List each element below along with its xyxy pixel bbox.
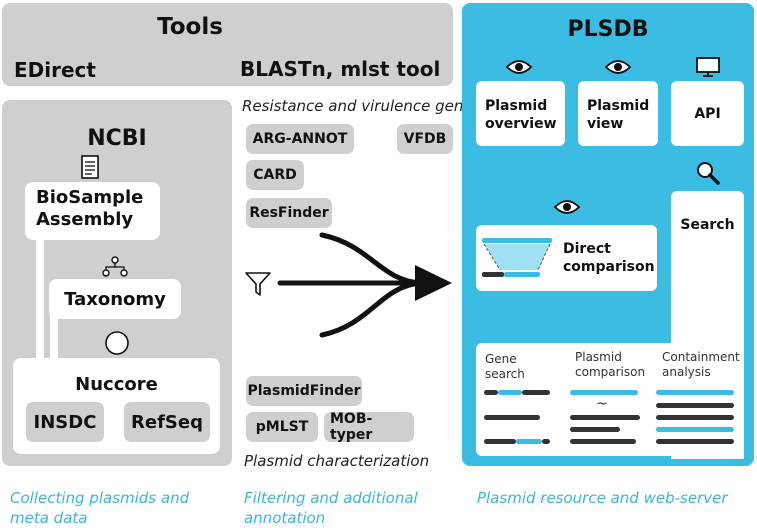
- resistance-virulence-label: Resistance and virulence genes: [242, 97, 481, 115]
- caption-middle-line2: annotation: [244, 509, 326, 527]
- tools-blastn-label: BLASTn, mlst tool: [240, 57, 441, 81]
- arg-annot-chip: ARG-ANNOT: [246, 124, 354, 154]
- pmlst-chip: pMLST: [246, 412, 318, 442]
- assembly-label: Assembly: [36, 209, 134, 230]
- tools-edirect-label: EDirect: [14, 58, 96, 82]
- gene-search-label: Gene search: [485, 352, 525, 382]
- plasmid-comparison-line2: comparison: [575, 365, 646, 379]
- taxonomy-box: Taxonomy: [49, 279, 181, 319]
- containment-line1: Containment: [662, 350, 740, 364]
- merge-arrow: [277, 232, 452, 338]
- ncbi-title: NCBI: [87, 126, 147, 151]
- taxonomy-label: Taxonomy: [64, 288, 166, 310]
- gene-search-line2: search: [485, 367, 525, 381]
- refseq-chip: RefSeq: [124, 402, 210, 442]
- biosample-label: BioSample: [36, 187, 144, 208]
- gene-bar-dark: [542, 439, 550, 444]
- direct-line1: Direct: [563, 241, 611, 257]
- gene-search-line1: Gene: [485, 352, 517, 366]
- comparison-bar-dark: [570, 439, 636, 444]
- containment-bar-dark: [656, 403, 734, 408]
- api-label: API: [694, 105, 721, 122]
- containment-line2: analysis: [662, 365, 711, 379]
- card-chip: CARD: [246, 160, 304, 190]
- funnel-icon: [245, 272, 271, 296]
- gene-bar-dark: [484, 439, 516, 444]
- caption-resource: Plasmid resource and web-server: [477, 489, 728, 507]
- plsdb-title: PLSDB: [567, 17, 649, 42]
- caption-left-line2: meta data: [10, 509, 88, 527]
- caption-filtering: Filtering and additional annotation: [244, 488, 418, 528]
- resfinder-chip: ResFinder: [246, 198, 332, 228]
- plasmid-comparison-line1: Plasmid: [575, 350, 622, 364]
- tree-icon: [102, 256, 128, 277]
- plasmid-comparison-label: Plasmid comparison: [575, 350, 645, 380]
- circle-icon: [105, 331, 129, 355]
- direct-line2: comparison: [563, 259, 655, 275]
- comparison-bar-blue: [570, 390, 638, 395]
- gene-bar-dark: [484, 390, 498, 395]
- ncbi-connectors: [36, 230, 58, 362]
- plasmid-characterization-label: Plasmid characterization: [244, 452, 430, 470]
- vfdb-chip: VFDB: [397, 124, 453, 154]
- plasmidfinder-chip: PlasmidFinder: [246, 376, 362, 406]
- eye-icon: [553, 200, 581, 214]
- nuccore-label: Nuccore: [75, 374, 158, 395]
- search-icon: [697, 162, 720, 185]
- plasmid-view-box[interactable]: Plasmid view: [578, 81, 658, 146]
- gene-bar-blue: [516, 439, 542, 444]
- caption-left-line1: Collecting plasmids and: [10, 489, 190, 507]
- tilde-symbol: ~: [596, 396, 608, 412]
- analysis-area: [476, 343, 744, 456]
- tools-panel: [2, 3, 453, 86]
- plasmid-overview-line1: Plasmid: [485, 98, 548, 114]
- gene-bar-blue: [498, 390, 522, 395]
- gene-bar-dark: [522, 390, 550, 395]
- api-box[interactable]: API: [671, 81, 744, 146]
- gene-bar-dark: [484, 415, 540, 420]
- tools-title: Tools: [157, 14, 223, 40]
- containment-bar-dark: [656, 415, 734, 420]
- containment-bar-dark: [656, 439, 734, 444]
- eye-icon: [604, 60, 632, 74]
- plasmid-overview-line2: overview: [485, 116, 557, 132]
- document-icon: [81, 155, 99, 179]
- search-label: Search: [680, 217, 735, 233]
- biosample-assembly-box: BioSample Assembly: [25, 182, 160, 240]
- containment-bar-blue: [656, 427, 734, 432]
- mob-typer-chip: MOB-typer: [324, 411, 414, 443]
- containment-analysis-label: Containment analysis: [662, 350, 740, 380]
- plasmid-view-line1: Plasmid: [587, 98, 650, 114]
- containment-bar-blue: [656, 390, 734, 395]
- direct-comparison-label: Direct comparison: [563, 240, 655, 276]
- monitor-icon: [696, 57, 720, 77]
- plasmid-view-line2: view: [587, 116, 624, 132]
- eye-icon: [505, 60, 533, 74]
- comparison-graphic: [482, 238, 552, 277]
- comparison-bar-dark: [570, 427, 620, 432]
- plasmid-overview-box[interactable]: Plasmid overview: [476, 81, 565, 146]
- comparison-bar-dark: [570, 415, 640, 420]
- caption-middle-line1: Filtering and additional: [244, 489, 418, 507]
- caption-collecting: Collecting plasmids and meta data: [10, 488, 189, 528]
- insdc-chip: INSDC: [26, 402, 104, 442]
